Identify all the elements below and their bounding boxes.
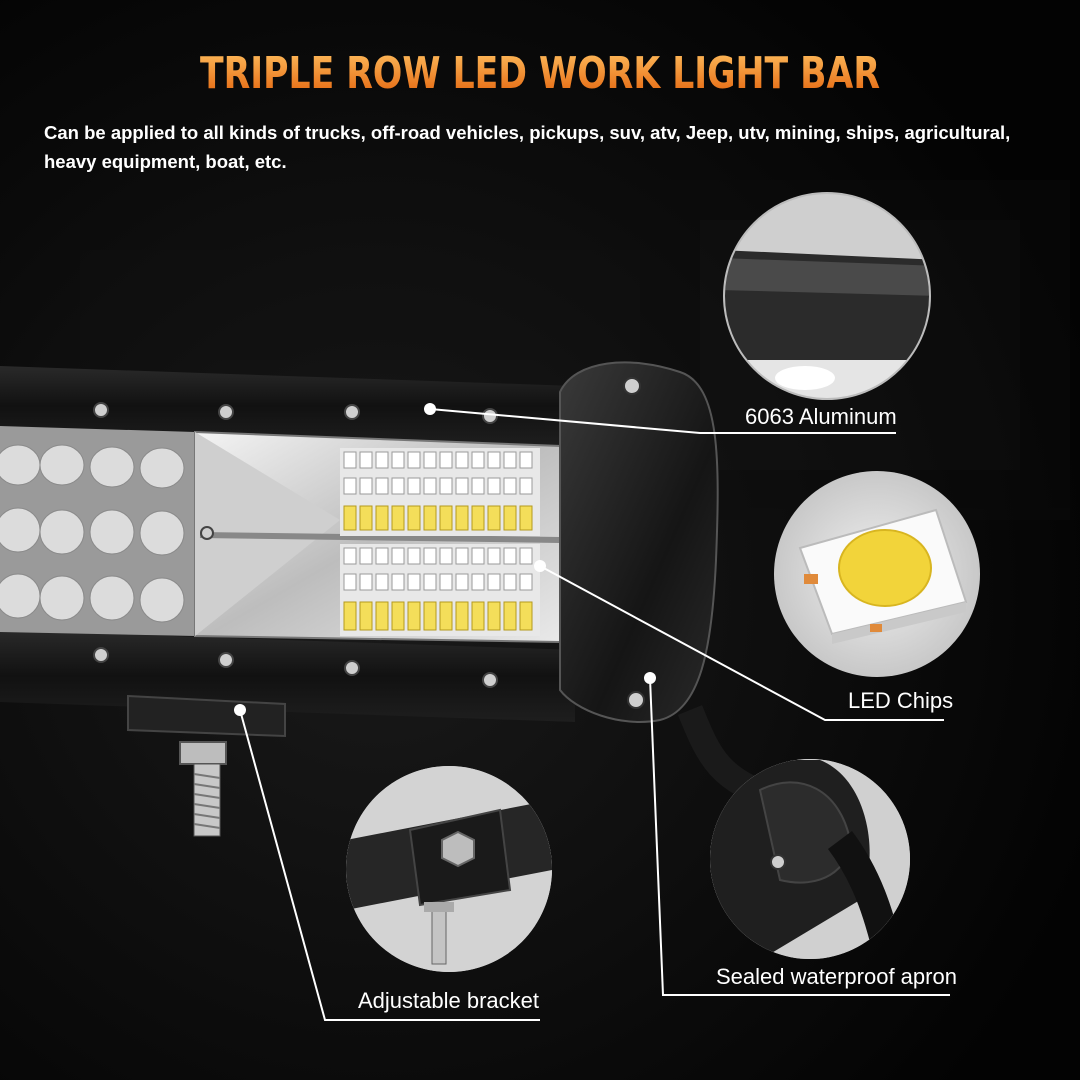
page-title: TRIPLE ROW LED WORK LIGHT BAR <box>200 48 880 99</box>
detail-circle-apron <box>710 759 910 959</box>
led-array-bottom <box>340 544 540 636</box>
mounting-bracket <box>127 694 286 738</box>
callout-adjustable-bracket: Adjustable bracket <box>358 988 539 1013</box>
led-array-top <box>340 448 540 536</box>
mounting-bolt <box>193 763 221 837</box>
callout-dots <box>234 403 656 716</box>
callout-lines <box>239 408 950 1021</box>
detail-circle-led-chip <box>774 471 980 677</box>
callout-led-chips: LED Chips <box>848 688 954 713</box>
end-cap <box>559 361 719 723</box>
rail-screws <box>93 402 577 688</box>
callout-aluminum: 6063 Aluminum <box>745 404 897 429</box>
led-chip-phosphor <box>838 529 932 607</box>
callout-waterproof-apron: Sealed waterproof apron <box>716 964 957 989</box>
detail-circle-bracket <box>346 766 552 972</box>
page-subtitle: Can be applied to all kinds of trucks, o… <box>44 122 1011 172</box>
